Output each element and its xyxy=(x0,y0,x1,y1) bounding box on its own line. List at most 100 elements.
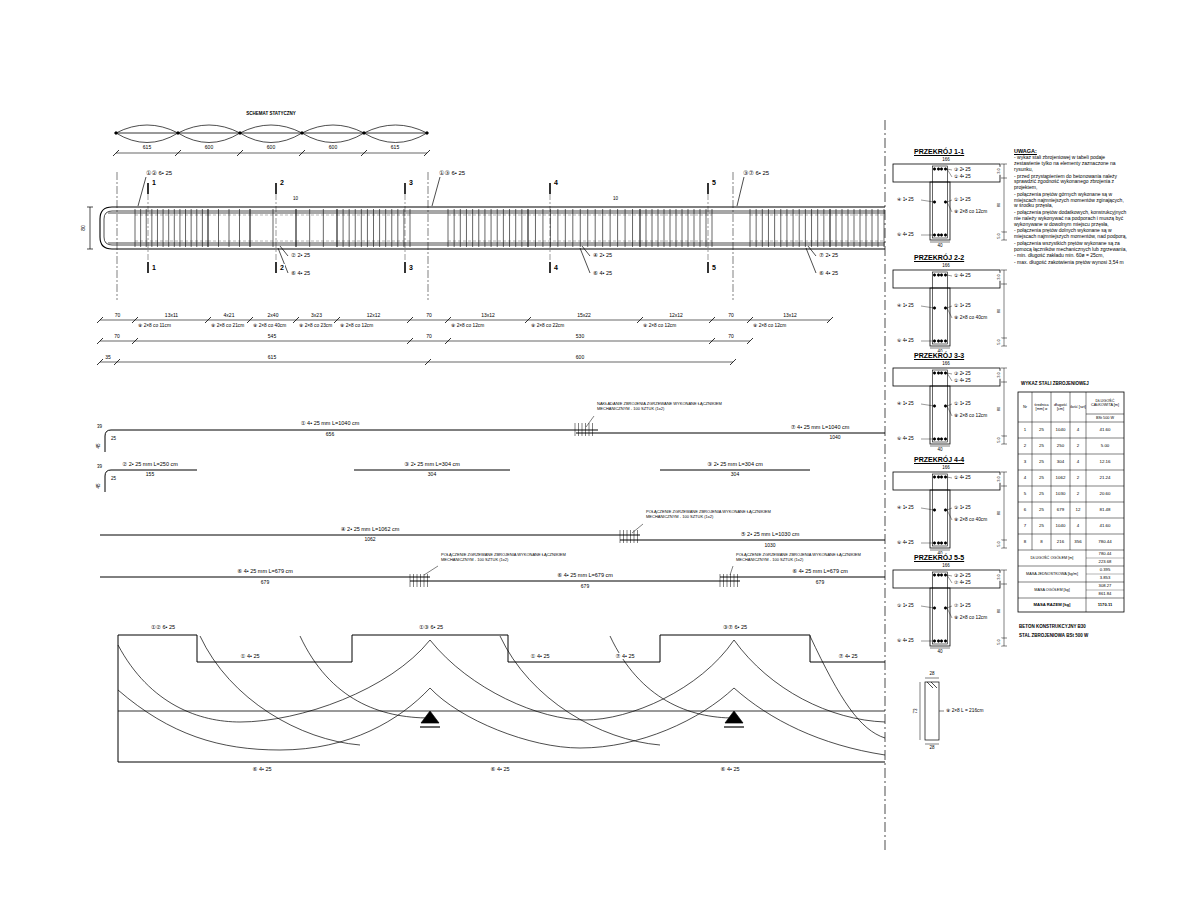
section-mark: 2 xyxy=(279,179,285,187)
line-shape xyxy=(733,172,734,300)
line-shape xyxy=(730,574,731,587)
line-shape xyxy=(682,209,683,247)
line-shape xyxy=(921,341,934,342)
callout: ④ 1• 25 xyxy=(896,505,915,511)
callout: ⑦ 1• 25 xyxy=(953,603,972,609)
line-shape xyxy=(737,574,738,587)
line-shape xyxy=(343,209,344,247)
label-text: 28 xyxy=(928,745,935,750)
line-shape xyxy=(276,194,277,262)
line-shape xyxy=(90,207,91,249)
circle-shape xyxy=(944,168,946,170)
line-shape xyxy=(587,209,588,247)
line-shape xyxy=(1018,486,1124,487)
dimension: 13x12 xyxy=(782,313,798,319)
g-shape xyxy=(97,125,1124,648)
line-shape xyxy=(208,241,250,242)
circle-shape xyxy=(940,542,942,544)
line-shape xyxy=(947,306,952,308)
line-shape xyxy=(296,209,297,247)
dimension: 3.0 xyxy=(997,475,1002,483)
line-shape xyxy=(848,209,849,247)
table-cell: 0.395 xyxy=(1086,566,1124,574)
circle-shape xyxy=(940,574,942,576)
line-shape xyxy=(854,209,855,247)
circle-shape xyxy=(426,132,429,135)
line-shape xyxy=(724,726,744,727)
line-shape xyxy=(1086,574,1124,575)
circle-shape xyxy=(937,372,939,374)
line-shape xyxy=(623,530,624,543)
rect-shape xyxy=(933,370,948,442)
line-shape xyxy=(921,606,934,608)
callout: ③ 2• 25 xyxy=(953,371,972,377)
line-shape xyxy=(379,209,380,247)
callout: ① 4• 25 xyxy=(953,174,972,180)
table-header: ilość [szt] xyxy=(1070,392,1086,422)
circle-shape xyxy=(944,234,946,236)
line-shape xyxy=(836,209,837,247)
label-text: 1062 xyxy=(363,537,376,543)
line-shape xyxy=(580,248,590,273)
line-shape xyxy=(658,209,659,247)
line-shape xyxy=(1001,382,1007,383)
section-mark: 4 xyxy=(553,179,559,187)
line-shape xyxy=(1001,646,1007,647)
line-shape xyxy=(250,209,251,247)
line-shape xyxy=(367,209,368,247)
callout: ①③ 6• 25 xyxy=(438,170,466,177)
line-shape xyxy=(730,566,733,575)
circle-shape xyxy=(944,438,946,440)
circle-shape xyxy=(944,372,946,374)
circle-shape xyxy=(944,307,946,309)
line-shape xyxy=(1018,454,1124,455)
notes-block: UWAGA:- wykaz stali zbrojeniowej w tabel… xyxy=(1014,148,1128,267)
line-shape xyxy=(146,209,147,247)
callout: ⑥ 4• 25 xyxy=(896,436,915,442)
rect-shape xyxy=(893,164,1000,182)
circle-shape xyxy=(933,476,935,478)
line-shape xyxy=(921,235,934,236)
table-cell: 8 xyxy=(1032,534,1051,550)
line-shape xyxy=(509,209,510,247)
bar-label: ⑤ 2• 25 mm L=1030 cm xyxy=(740,531,801,537)
line-shape xyxy=(921,508,934,510)
label-text: 39 xyxy=(96,424,103,429)
label-text: 39 xyxy=(96,464,103,469)
polygon-shape xyxy=(725,711,743,723)
table-cell: 3.853 xyxy=(1086,574,1124,582)
table-cell: 81.48 xyxy=(1086,502,1124,518)
line-shape xyxy=(1004,368,1005,444)
line-shape xyxy=(425,359,431,365)
line-shape xyxy=(664,209,665,247)
line-shape xyxy=(542,209,543,247)
dimension: 5.0 xyxy=(997,232,1002,240)
line-shape xyxy=(491,209,492,247)
line-shape xyxy=(549,183,551,194)
label-text: - wykaz stali zbrojeniowej w tabeli poda… xyxy=(1014,155,1128,172)
line-shape xyxy=(756,209,757,247)
line-shape xyxy=(811,209,812,247)
line-shape xyxy=(1070,392,1071,550)
line-shape xyxy=(309,209,310,247)
line-shape xyxy=(454,209,455,247)
path-shape xyxy=(105,430,598,452)
line-shape xyxy=(410,581,740,582)
label-text: 73 xyxy=(913,707,918,714)
label-text: - max. długość zakotwienia prętów wynosi… xyxy=(1014,260,1128,266)
path-shape xyxy=(610,636,734,718)
dimension: 166 xyxy=(941,157,951,162)
line-shape xyxy=(147,262,149,273)
dimension: 3.0 xyxy=(997,273,1002,281)
line-shape xyxy=(273,209,274,247)
line-shape xyxy=(361,209,362,247)
line-shape xyxy=(1018,598,1124,599)
path-shape xyxy=(118,688,885,755)
stirrup-spacing: ⑧ 2×8 co 40cm xyxy=(252,323,287,329)
line-shape xyxy=(337,241,410,242)
line-shape xyxy=(404,183,406,194)
callout: ① 1• 25 xyxy=(953,303,972,309)
line-shape xyxy=(921,200,934,202)
callout: ④ 1• 25 xyxy=(896,303,915,309)
line-shape xyxy=(97,317,103,323)
